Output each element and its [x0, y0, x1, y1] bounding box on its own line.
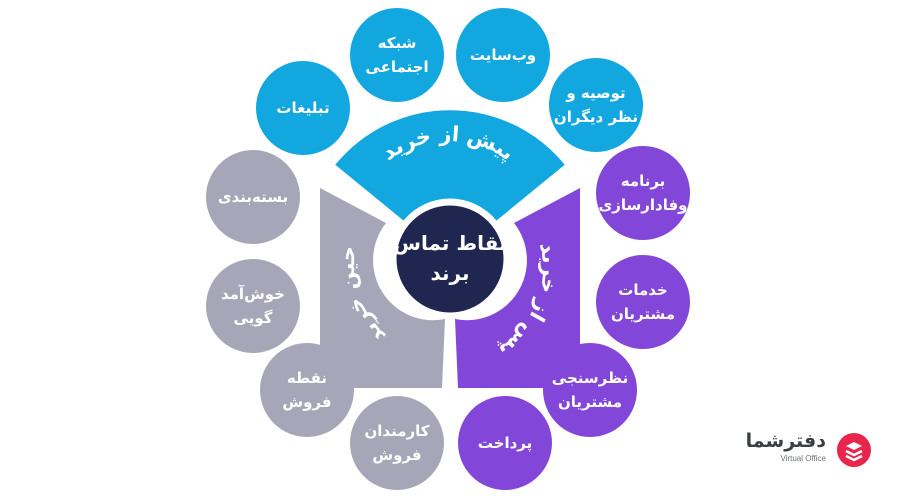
welcome-label-line1: خوش‌آمد [221, 285, 285, 303]
service-circle [596, 255, 690, 349]
node-social: شبکه اجتماعی [350, 8, 444, 102]
staff-label-line2: فروش [372, 446, 421, 464]
reviews-label-line1: توصیه و [565, 84, 625, 102]
sector-after [455, 188, 580, 388]
reviews-circle [549, 58, 643, 152]
node-ads: تبلیغات [256, 61, 350, 155]
staff-circle [350, 396, 444, 490]
ads-circle [256, 61, 350, 155]
brand-logo: دفترشما Virtual Office [746, 428, 872, 470]
staff-label-line1: کارمندان [364, 422, 429, 440]
packaging-label-line1: بسته‌بندی [218, 188, 288, 206]
center-title-line1: نقاط تماس [393, 231, 506, 255]
node-reviews: توصیه و نظر دیگران [549, 58, 643, 152]
node-survey: نظرسنجی مشتریان [543, 343, 637, 437]
pos-label-line1: نقطه [287, 369, 327, 387]
service-label-line2: مشتریان [611, 305, 675, 323]
node-loyalty: برنامه وفادارسازی [596, 146, 690, 240]
social-label-line2: اجتماعی [365, 58, 428, 76]
payment-label-line1: پرداخت [478, 434, 533, 453]
node-pos: نقطه فروش [260, 343, 354, 437]
survey-label-line1: نظرسنجی [552, 369, 628, 387]
pos-circle [260, 343, 354, 437]
logo-name: دفترشما [745, 430, 826, 452]
packaging-circle [206, 150, 300, 244]
survey-circle [543, 343, 637, 437]
sector-during [320, 188, 445, 388]
logo-icon [837, 433, 871, 467]
node-packaging: بسته‌بندی [206, 150, 300, 244]
node-payment: پرداخت [458, 396, 552, 490]
website-circle [456, 8, 550, 102]
social-label-line1: شبکه [378, 34, 417, 52]
center-title-line2: برند [430, 261, 469, 285]
survey-label-line2: مشتریان [558, 393, 622, 411]
loyalty-circle [596, 146, 690, 240]
welcome-label-line2: گویی [234, 309, 273, 327]
loyalty-label-line2: وفادارسازی [598, 196, 687, 214]
service-label-line1: خدمات [618, 281, 667, 299]
logo-subtitle: Virtual Office [780, 454, 826, 463]
node-staff: کارمندان فروش [350, 396, 444, 490]
pos-label-line2: فروش [282, 393, 331, 411]
node-service: خدمات مشتریان [596, 255, 690, 349]
sector-before [335, 110, 565, 221]
social-circle [350, 8, 444, 102]
reviews-label-line2: نظر دیگران [554, 108, 638, 126]
node-welcome: خوش‌آمد گویی [206, 259, 300, 353]
welcome-circle [206, 259, 300, 353]
ads-label-line1: تبلیغات [276, 99, 329, 117]
loyalty-label-line1: برنامه [621, 172, 666, 190]
website-label-line1: وب‌سایت [470, 46, 536, 64]
center-circle [391, 200, 509, 318]
node-website: وب‌سایت [456, 8, 550, 102]
payment-circle [458, 396, 552, 490]
